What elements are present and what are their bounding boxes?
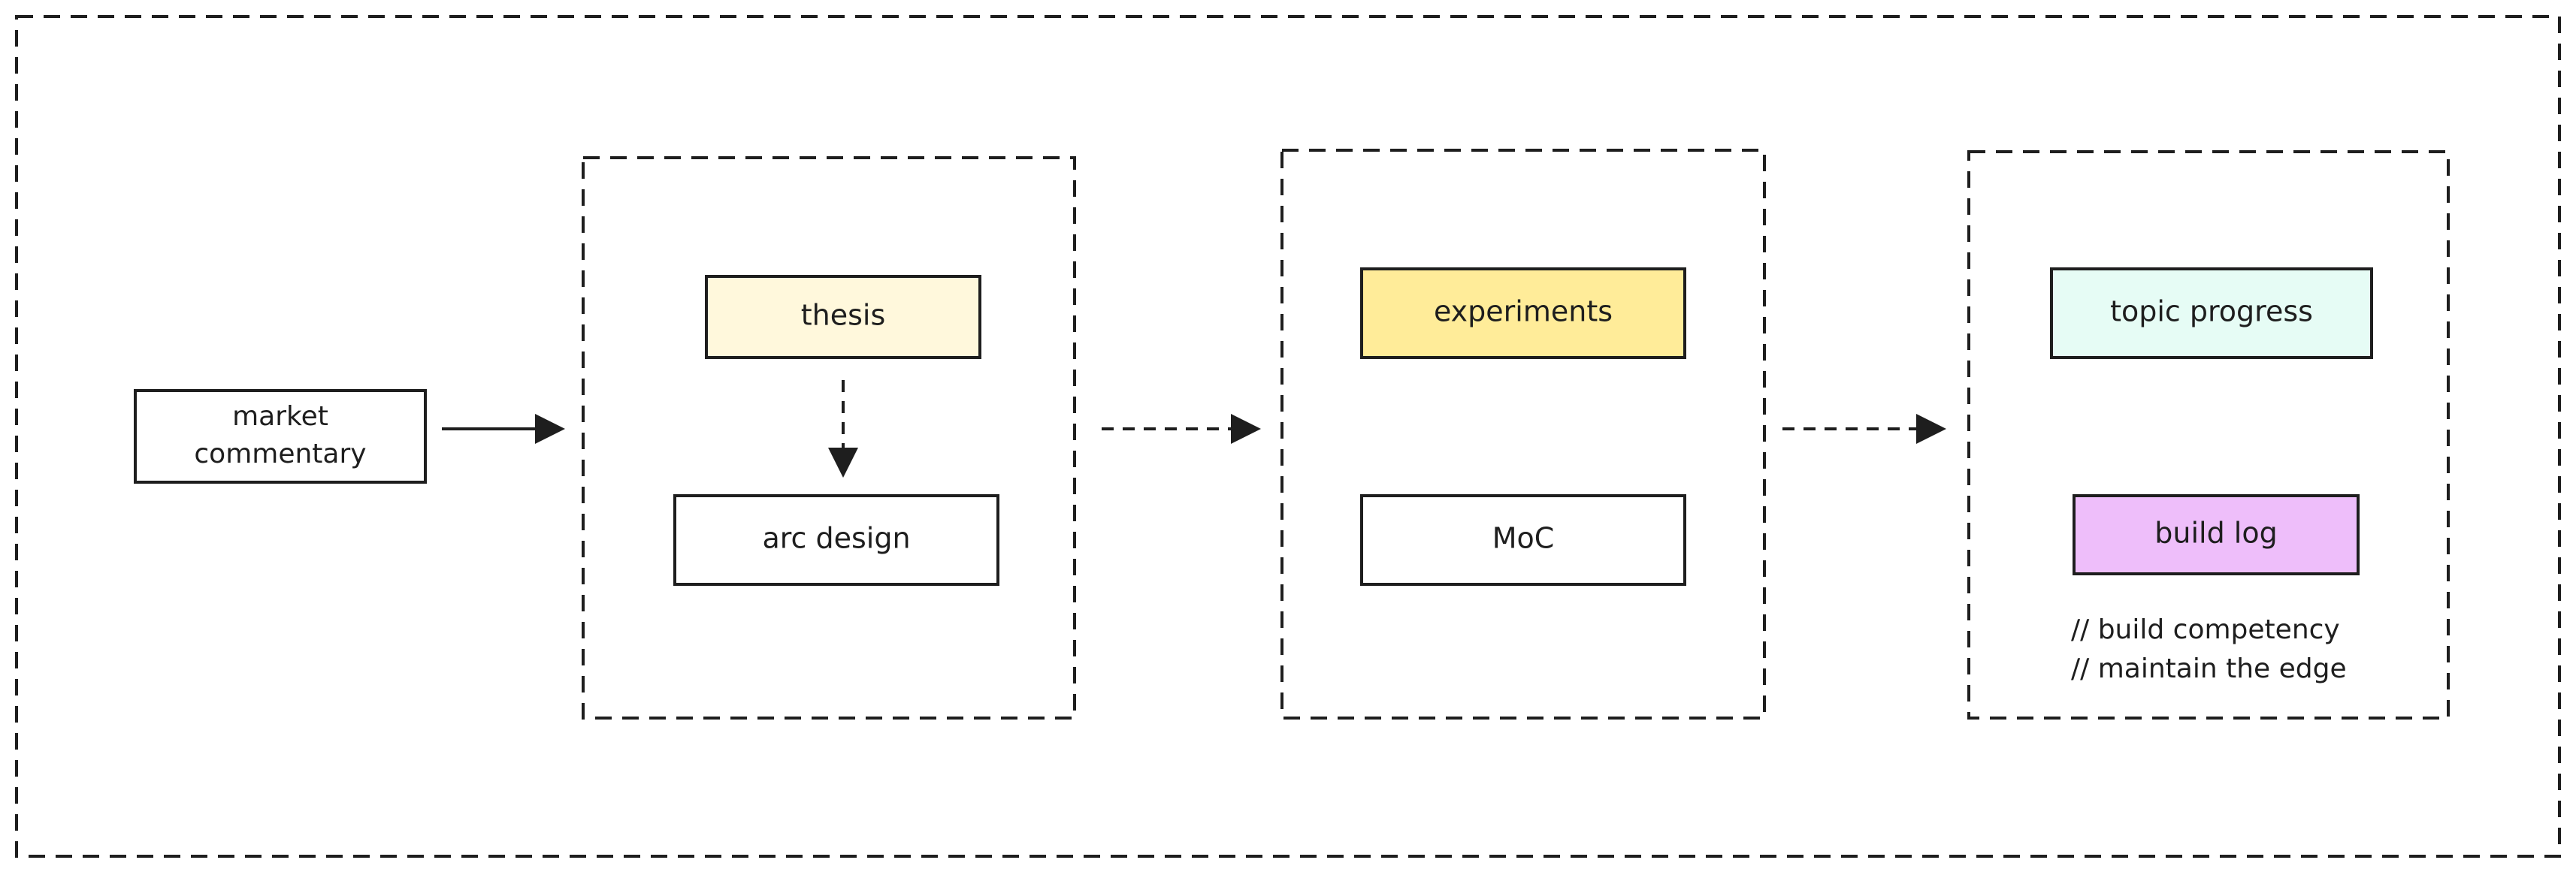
market-commentary-label-line-2: commentary [194,439,366,469]
experiments-label: experiments [1434,295,1613,328]
moc-label: MoC [1492,522,1555,555]
thesis-box [705,275,981,359]
build-log-box [2073,494,2360,575]
arc-design-label: arc design [762,522,910,555]
note-maintain-the-edge: // maintain the edge [2071,653,2347,684]
thesis-node[interactable]: thesis [705,275,981,359]
build-log-node[interactable]: build log [2073,494,2360,575]
market-commentary-label-line-1: market [232,401,328,432]
stage-frame-1 [582,156,1076,720]
topic-progress-label: topic progress [2110,295,2313,328]
moc-node[interactable]: MoC [1360,494,1686,586]
arc-design-box [673,494,999,586]
stage-frame-3 [1967,150,2450,720]
market-commentary-node[interactable]: market commentary [134,389,427,484]
build-log-label: build log [2154,517,2277,550]
outer-frame [15,15,2561,858]
stage-frame-2 [1280,149,1766,720]
arc-design-node[interactable]: arc design [673,494,999,586]
topic-progress-node[interactable]: topic progress [2050,267,2373,359]
note-build-competency: // build competency [2071,614,2340,645]
thesis-label: thesis [801,299,886,332]
moc-box [1360,494,1686,586]
experiments-box [1360,267,1686,359]
experiments-node[interactable]: experiments [1360,267,1686,359]
market-commentary-box [134,389,427,484]
topic-progress-box [2050,267,2373,359]
